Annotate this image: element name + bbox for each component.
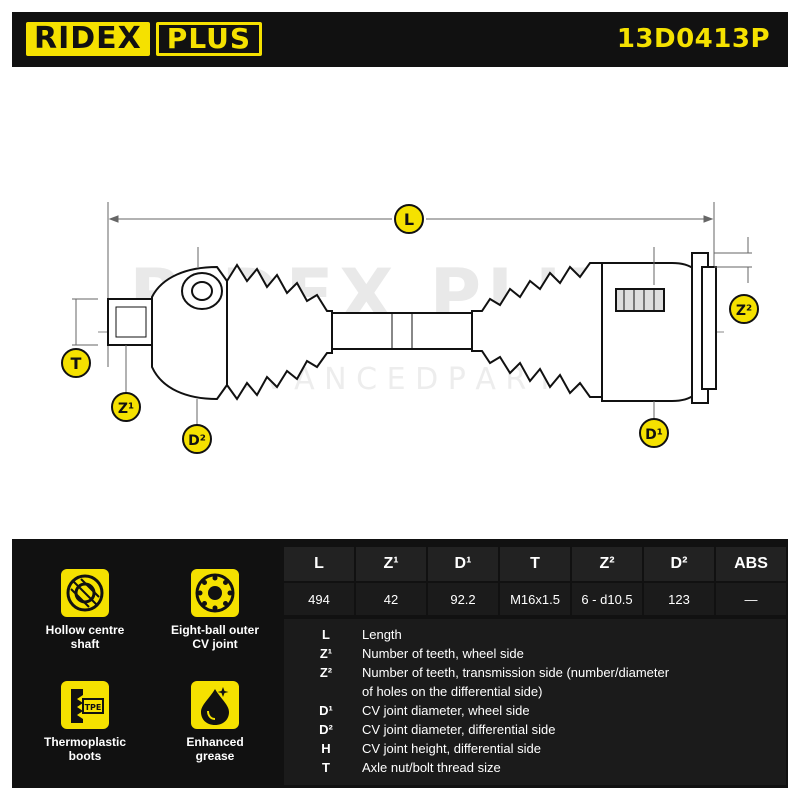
legend-text: Axle nut/bolt thread size — [362, 760, 501, 775]
legend-text: of holes on the differential side) — [362, 684, 543, 699]
spec-header-Z2: Z² — [572, 547, 642, 581]
tpe-boot-icon: TPE — [61, 681, 109, 729]
logo-plus: PLUS — [155, 22, 263, 56]
spec-value-T: M16x1.5 — [500, 583, 570, 615]
spec-header-D2: D² — [644, 547, 714, 581]
legend-text: CV joint height, differential side — [362, 741, 541, 756]
feature-thermoplastic: TPE Thermoplastic boots — [20, 681, 150, 763]
feature-thermoplastic-line2: boots — [68, 749, 102, 763]
brand-logo: RIDEX PLUS — [26, 22, 263, 56]
spec-header-ABS: ABS — [716, 547, 786, 581]
header-bar: RIDEX PLUS 13D0413P — [12, 12, 788, 67]
spec-value-row: 494 42 92.2 M16x1.5 6 - d10.5 123 — — [284, 583, 786, 615]
legend-key: D² — [319, 722, 333, 737]
spec-header-L: L — [284, 547, 354, 581]
spec-header-Z1: Z¹ — [356, 547, 426, 581]
ball-bearing-icon — [191, 569, 239, 617]
technical-drawing: RIDEX PLUS A D V A N C E D P A R T S — [12, 67, 788, 539]
label-D2-text: D² — [188, 433, 206, 449]
feature-grid: Hollow centre shaft — [20, 569, 282, 779]
dimension-leaders — [72, 237, 752, 429]
legend-text: CV joint diameter, wheel side — [362, 703, 530, 718]
feature-eight-ball-line1: Eight-ball outer — [171, 623, 259, 637]
dimension-length — [107, 202, 715, 367]
legend-key: D¹ — [319, 703, 333, 718]
feature-hollow-shaft-line2: shaft — [70, 637, 100, 651]
feature-eight-ball-line2: CV joint — [192, 637, 238, 651]
label-Z1: Z¹ — [111, 392, 141, 422]
feature-thermoplastic-line1: Thermoplastic — [43, 735, 127, 749]
label-Z1-text: Z¹ — [118, 401, 134, 417]
spec-value-Z1: 42 — [356, 583, 426, 615]
spec-header-T: T — [500, 547, 570, 581]
legend-text: Number of teeth, transmission side (numb… — [362, 665, 670, 680]
spec-header-D1: D¹ — [428, 547, 498, 581]
legend-panel: L Length Z¹ Number of teeth, wheel side … — [284, 619, 786, 785]
logo-ridex: RIDEX — [26, 22, 150, 56]
label-Z2-text: Z² — [736, 303, 752, 319]
legend-key: T — [322, 760, 330, 775]
label-Z2: Z² — [729, 294, 759, 324]
drive-shaft-drawing: RIDEX PLUS A D V A N C E D P A R T S — [61, 202, 759, 454]
feature-eight-ball: Eight-ball outer CV joint — [150, 569, 280, 651]
legend-text: CV joint diameter, differential side — [362, 722, 556, 737]
drive-shaft — [107, 252, 717, 404]
feature-grease-line1: Enhanced — [186, 735, 244, 749]
spec-header-row: L Z¹ D¹ T Z² D² ABS — [284, 547, 786, 581]
legend-key: H — [321, 741, 331, 756]
spec-value-D1: 92.2 — [428, 583, 498, 615]
label-L-text: L — [404, 210, 414, 229]
spec-value-D2: 123 — [644, 583, 714, 615]
legend-key: Z¹ — [319, 646, 333, 661]
feature-grease: Enhanced grease — [150, 681, 280, 763]
legend-key: Z² — [319, 665, 333, 680]
label-D1: D¹ — [639, 418, 669, 448]
legend-key: L — [322, 627, 330, 642]
grease-icon — [191, 681, 239, 729]
info-panel: Hollow centre shaft — [12, 539, 788, 788]
product-sheet: RIDEX PLUS 13D0413P RIDEX PLUS A D V A N… — [12, 12, 788, 788]
legend-text: Length — [362, 627, 402, 642]
spec-value-L: 494 — [284, 583, 354, 615]
part-number: 13D0413P — [616, 24, 770, 54]
label-L: L — [394, 204, 424, 234]
legend-text: Number of teeth, wheel side — [362, 646, 524, 661]
feature-hollow-shaft-line1: Hollow centre — [45, 623, 125, 637]
spec-value-ABS: — — [716, 583, 786, 615]
feature-hollow-shaft: Hollow centre shaft — [20, 569, 150, 651]
spec-value-Z2: 6 - d10.5 — [572, 583, 642, 615]
label-T: T — [61, 348, 91, 378]
spec-table: L Z¹ D¹ T Z² D² ABS 494 42 92.2 M16x1.5 … — [282, 545, 788, 617]
label-T-text: T — [71, 354, 82, 373]
tpe-icon-text: TPE — [85, 703, 102, 712]
feature-grease-line2: grease — [195, 749, 235, 763]
hollow-shaft-icon — [61, 569, 109, 617]
label-D2: D² — [182, 424, 212, 454]
label-D1-text: D¹ — [645, 427, 663, 443]
